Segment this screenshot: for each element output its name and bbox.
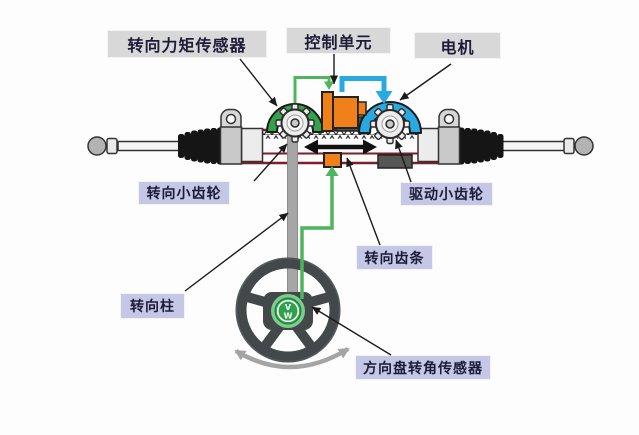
- label-wheel-angle-sensor: 方向盘转角传感器: [356, 356, 490, 379]
- bellows-left: [178, 127, 224, 165]
- label-steering-column: 转向柱: [121, 294, 184, 318]
- pointer-angle-sensor: [311, 306, 392, 356]
- steering-column: [287, 121, 298, 313]
- bellows-right: [458, 127, 504, 165]
- pointer-drive-pinion: [395, 139, 412, 183]
- label-steering-rack: 转向齿条: [357, 246, 432, 269]
- pointer-steering-column: [184, 212, 289, 292]
- wire-ecu-to-motor: [339, 76, 393, 104]
- tie-rod-left: [87, 136, 183, 156]
- pointer-steering-pinion: [253, 143, 288, 182]
- rack-travel-arrow: [304, 139, 377, 155]
- control-unit-block: [321, 91, 367, 168]
- label-control-unit: 控制单元: [287, 28, 390, 53]
- pointer-lines: [184, 54, 452, 356]
- label-motor: 电机: [415, 33, 500, 58]
- steering-pinion-gear: [275, 103, 315, 143]
- vw-badge-w: W: [284, 312, 293, 321]
- mount-bracket-right: [417, 108, 461, 165]
- vw-badge-v: V: [285, 303, 292, 312]
- label-steering-pinion: 转向小齿轮: [139, 182, 229, 204]
- drive-pinion-gear: [369, 103, 411, 145]
- motor-mount-block: [377, 154, 413, 169]
- tie-rod-right: [500, 136, 594, 156]
- mount-bracket-left: [219, 108, 264, 165]
- pointer-torque-sensor: [239, 58, 278, 107]
- rotation-arrow: [234, 347, 350, 370]
- vw-badge: V W: [271, 294, 305, 328]
- rack-teeth: [242, 131, 430, 139]
- label-drive-pinion: 驱动小齿轮: [401, 183, 492, 205]
- pointer-steering-rack: [346, 157, 381, 246]
- pointer-motor: [399, 63, 452, 101]
- wire-angle-sensor-to-ecu: [300, 166, 339, 299]
- label-torque-sensor: 转向力矩传感器: [108, 31, 266, 57]
